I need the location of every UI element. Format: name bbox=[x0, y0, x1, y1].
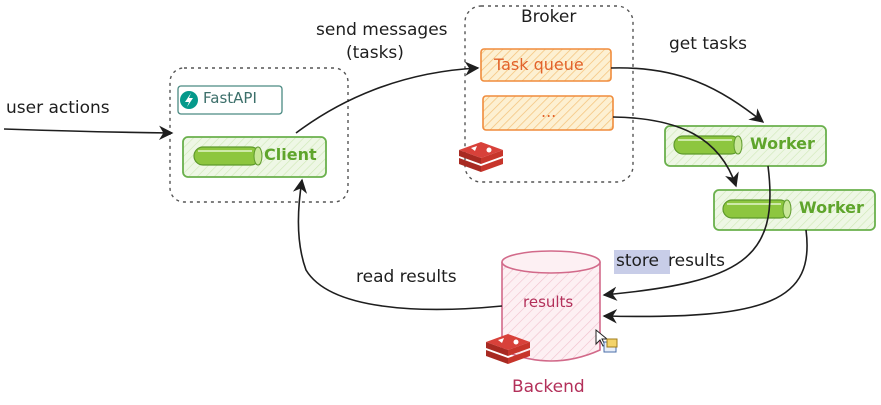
results-word: results bbox=[668, 251, 725, 271]
worker-box-2 bbox=[713, 189, 876, 231]
read-results-arrow bbox=[292, 178, 503, 311]
redis-icon bbox=[459, 142, 503, 172]
worker-box-1 bbox=[664, 125, 827, 167]
read-results-label: read results bbox=[356, 267, 457, 287]
backend-label: Backend bbox=[512, 377, 585, 397]
queue-to-worker2-arrow bbox=[612, 116, 739, 188]
store-results-arrow-2 bbox=[602, 229, 808, 324]
ellipsis-queue-box bbox=[482, 95, 614, 131]
client-container bbox=[169, 67, 349, 203]
send-messages-label: send messages bbox=[316, 20, 448, 40]
ellipsis-label: ... bbox=[541, 102, 557, 121]
get-tasks-arrow bbox=[610, 67, 765, 123]
store-word: store bbox=[616, 251, 659, 271]
redis-icon bbox=[486, 334, 530, 364]
user-actions-label: user actions bbox=[6, 98, 110, 118]
worker-label-2: Worker bbox=[799, 198, 864, 217]
client-box bbox=[182, 136, 327, 178]
fastapi-label: FastAPI bbox=[203, 89, 257, 107]
broker-container bbox=[464, 5, 634, 183]
worker-label-1: Worker bbox=[750, 134, 815, 153]
client-label: Client bbox=[264, 145, 317, 164]
fastapi-icon bbox=[180, 91, 198, 109]
task-queue-label: Task queue bbox=[494, 55, 584, 74]
cursor-icon bbox=[595, 328, 618, 353]
store-results-arrow-1 bbox=[602, 165, 771, 301]
fastapi-badge bbox=[177, 85, 283, 115]
results-database bbox=[501, 250, 601, 362]
send-messages-arrow bbox=[295, 61, 480, 134]
user-actions-arrow bbox=[3, 125, 174, 141]
results-label: results bbox=[523, 293, 574, 311]
broker-title: Broker bbox=[521, 7, 577, 27]
get-tasks-label: get tasks bbox=[669, 34, 747, 54]
tasks-label: (tasks) bbox=[346, 43, 404, 63]
task-queue-box bbox=[480, 48, 612, 82]
store-highlight bbox=[614, 250, 670, 274]
